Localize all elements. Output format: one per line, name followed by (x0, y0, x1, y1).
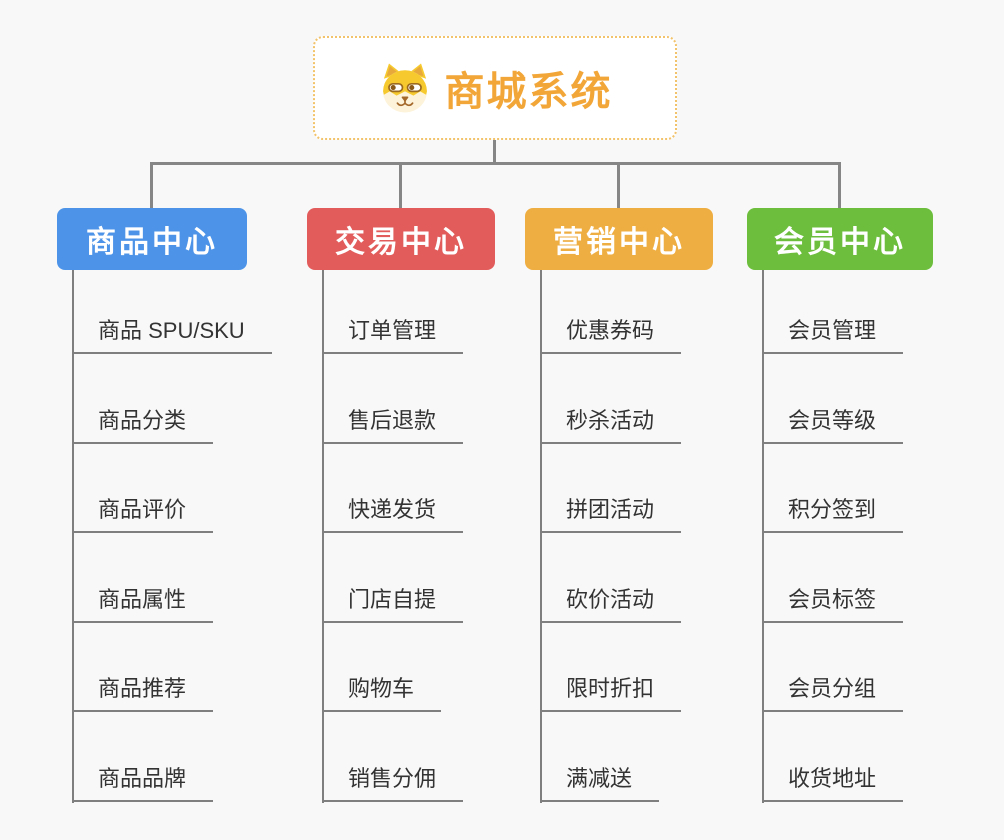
leaf-topic[interactable]: 购物车 (322, 623, 572, 712)
connector-root-stem (493, 139, 496, 163)
branch-topic-member-center[interactable]: 会员中心 (747, 208, 933, 270)
leaf-topic[interactable]: 销售分佣 (322, 712, 572, 802)
leaf-topic[interactable]: 拼团活动 (540, 444, 790, 533)
leaf-topic-label: 限时折扣 (540, 671, 682, 712)
leaf-topic[interactable]: 快递发货 (322, 444, 572, 533)
leaf-topic-label: 商品品牌 (72, 761, 214, 802)
leaf-topic[interactable]: 商品推荐 (72, 623, 322, 712)
branch-children-trade-center: 订单管理 售后退款 快递发货 门店自提 购物车 销售分佣 (322, 270, 572, 802)
branch-trunk-line (762, 270, 764, 803)
leaf-topic[interactable]: 订单管理 (322, 270, 572, 354)
leaf-topic[interactable]: 满减送 (540, 712, 790, 802)
leaf-topic[interactable]: 商品属性 (72, 533, 322, 623)
connector-drop-line (617, 162, 620, 209)
leaf-topic-label: 商品分类 (72, 403, 214, 444)
connector-drop-line (399, 162, 402, 209)
leaf-topic[interactable]: 收货地址 (762, 712, 1004, 802)
leaf-topic[interactable]: 商品评价 (72, 444, 322, 533)
leaf-topic[interactable]: 商品品牌 (72, 712, 322, 802)
branch-topic-label: 商品中心 (86, 226, 218, 259)
leaf-topic-label: 秒杀活动 (540, 403, 682, 444)
leaf-topic-label: 售后退款 (322, 403, 464, 444)
branch-trunk-line (540, 270, 542, 803)
branch-children-member-center: 会员管理 会员等级 积分签到 会员标签 会员分组 收货地址 (762, 270, 1004, 802)
leaf-topic[interactable]: 商品分类 (72, 354, 322, 444)
leaf-topic[interactable]: 积分签到 (762, 444, 1004, 533)
connector-horizontal-line (150, 162, 841, 165)
leaf-topic[interactable]: 优惠券码 (540, 270, 790, 354)
dog-face-icon (382, 63, 427, 113)
leaf-topic[interactable]: 门店自提 (322, 533, 572, 623)
leaf-topic[interactable]: 商品 SPU/SKU (72, 270, 322, 354)
leaf-topic[interactable]: 售后退款 (322, 354, 572, 444)
leaf-topic-label: 快递发货 (322, 492, 464, 533)
branch-children-marketing-center: 优惠券码 秒杀活动 拼团活动 砍价活动 限时折扣 满减送 (540, 270, 790, 802)
branch-topic-label: 营销中心 (553, 226, 685, 259)
root-topic-title: 商城系统 (444, 70, 613, 114)
connector-drop-line (838, 162, 841, 209)
branch-topic-label: 交易中心 (335, 226, 467, 259)
connector-drop-line (150, 162, 153, 209)
leaf-topic-label: 商品评价 (72, 492, 214, 533)
branch-topic-marketing-center[interactable]: 营销中心 (525, 208, 713, 270)
branch-topic-label: 会员中心 (774, 226, 906, 259)
leaf-topic-label: 订单管理 (322, 313, 464, 354)
leaf-topic-label: 会员等级 (762, 403, 904, 444)
leaf-topic-label: 商品推荐 (72, 671, 214, 712)
leaf-topic[interactable]: 会员等级 (762, 354, 1004, 444)
branch-topic-product-center[interactable]: 商品中心 (57, 208, 247, 270)
leaf-topic-label: 商品属性 (72, 582, 214, 623)
leaf-topic-label: 砍价活动 (540, 582, 682, 623)
leaf-topic-label: 门店自提 (322, 582, 464, 623)
leaf-topic[interactable]: 秒杀活动 (540, 354, 790, 444)
leaf-topic-label: 会员分组 (762, 671, 904, 712)
leaf-topic[interactable]: 限时折扣 (540, 623, 790, 712)
leaf-topic[interactable]: 砍价活动 (540, 533, 790, 623)
leaf-topic-label: 收货地址 (762, 761, 904, 802)
root-topic-node[interactable]: 商城系统 (313, 36, 677, 140)
leaf-topic-label: 商品 SPU/SKU (72, 313, 272, 354)
branch-trunk-line (72, 270, 74, 803)
leaf-topic[interactable]: 会员标签 (762, 533, 1004, 623)
leaf-topic-label: 拼团活动 (540, 492, 682, 533)
branch-trunk-line (322, 270, 324, 803)
branch-children-product-center: 商品 SPU/SKU 商品分类 商品评价 商品属性 商品推荐 商品品牌 (72, 270, 322, 802)
leaf-topic-label: 会员标签 (762, 582, 904, 623)
leaf-topic-label: 会员管理 (762, 313, 904, 354)
leaf-topic-label: 积分签到 (762, 492, 904, 533)
leaf-topic[interactable]: 会员管理 (762, 270, 1004, 354)
branch-topic-trade-center[interactable]: 交易中心 (307, 208, 495, 270)
leaf-topic-label: 满减送 (540, 761, 660, 802)
leaf-topic-label: 销售分佣 (322, 761, 464, 802)
leaf-topic-label: 购物车 (322, 671, 442, 712)
leaf-topic[interactable]: 会员分组 (762, 623, 1004, 712)
leaf-topic-label: 优惠券码 (540, 313, 682, 354)
